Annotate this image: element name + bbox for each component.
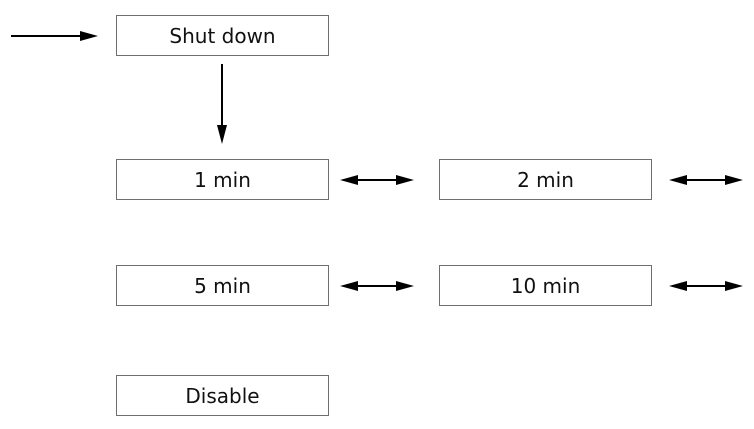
- double-arrow-5-10: [340, 281, 414, 291]
- double-arrow-2-next: [669, 175, 743, 185]
- option-10-min-label: 10 min: [510, 273, 581, 298]
- option-2-min: 2 min: [439, 159, 652, 200]
- shut-down-label: Shut down: [169, 23, 276, 48]
- option-1-min-label: 1 min: [194, 167, 251, 192]
- option-2-min-label: 2 min: [517, 167, 574, 192]
- double-arrow-1-2: [340, 175, 414, 185]
- option-1-min: 1 min: [116, 159, 329, 200]
- double-arrow-10-next: [669, 281, 743, 291]
- down-arrow: [217, 64, 227, 144]
- option-disable: Disable: [116, 375, 329, 416]
- entry-arrow: [11, 31, 98, 41]
- option-5-min: 5 min: [116, 265, 329, 306]
- option-5-min-label: 5 min: [194, 273, 251, 298]
- option-10-min: 10 min: [439, 265, 652, 306]
- option-disable-label: Disable: [185, 383, 260, 408]
- shut-down-menu-box: Shut down: [116, 15, 329, 56]
